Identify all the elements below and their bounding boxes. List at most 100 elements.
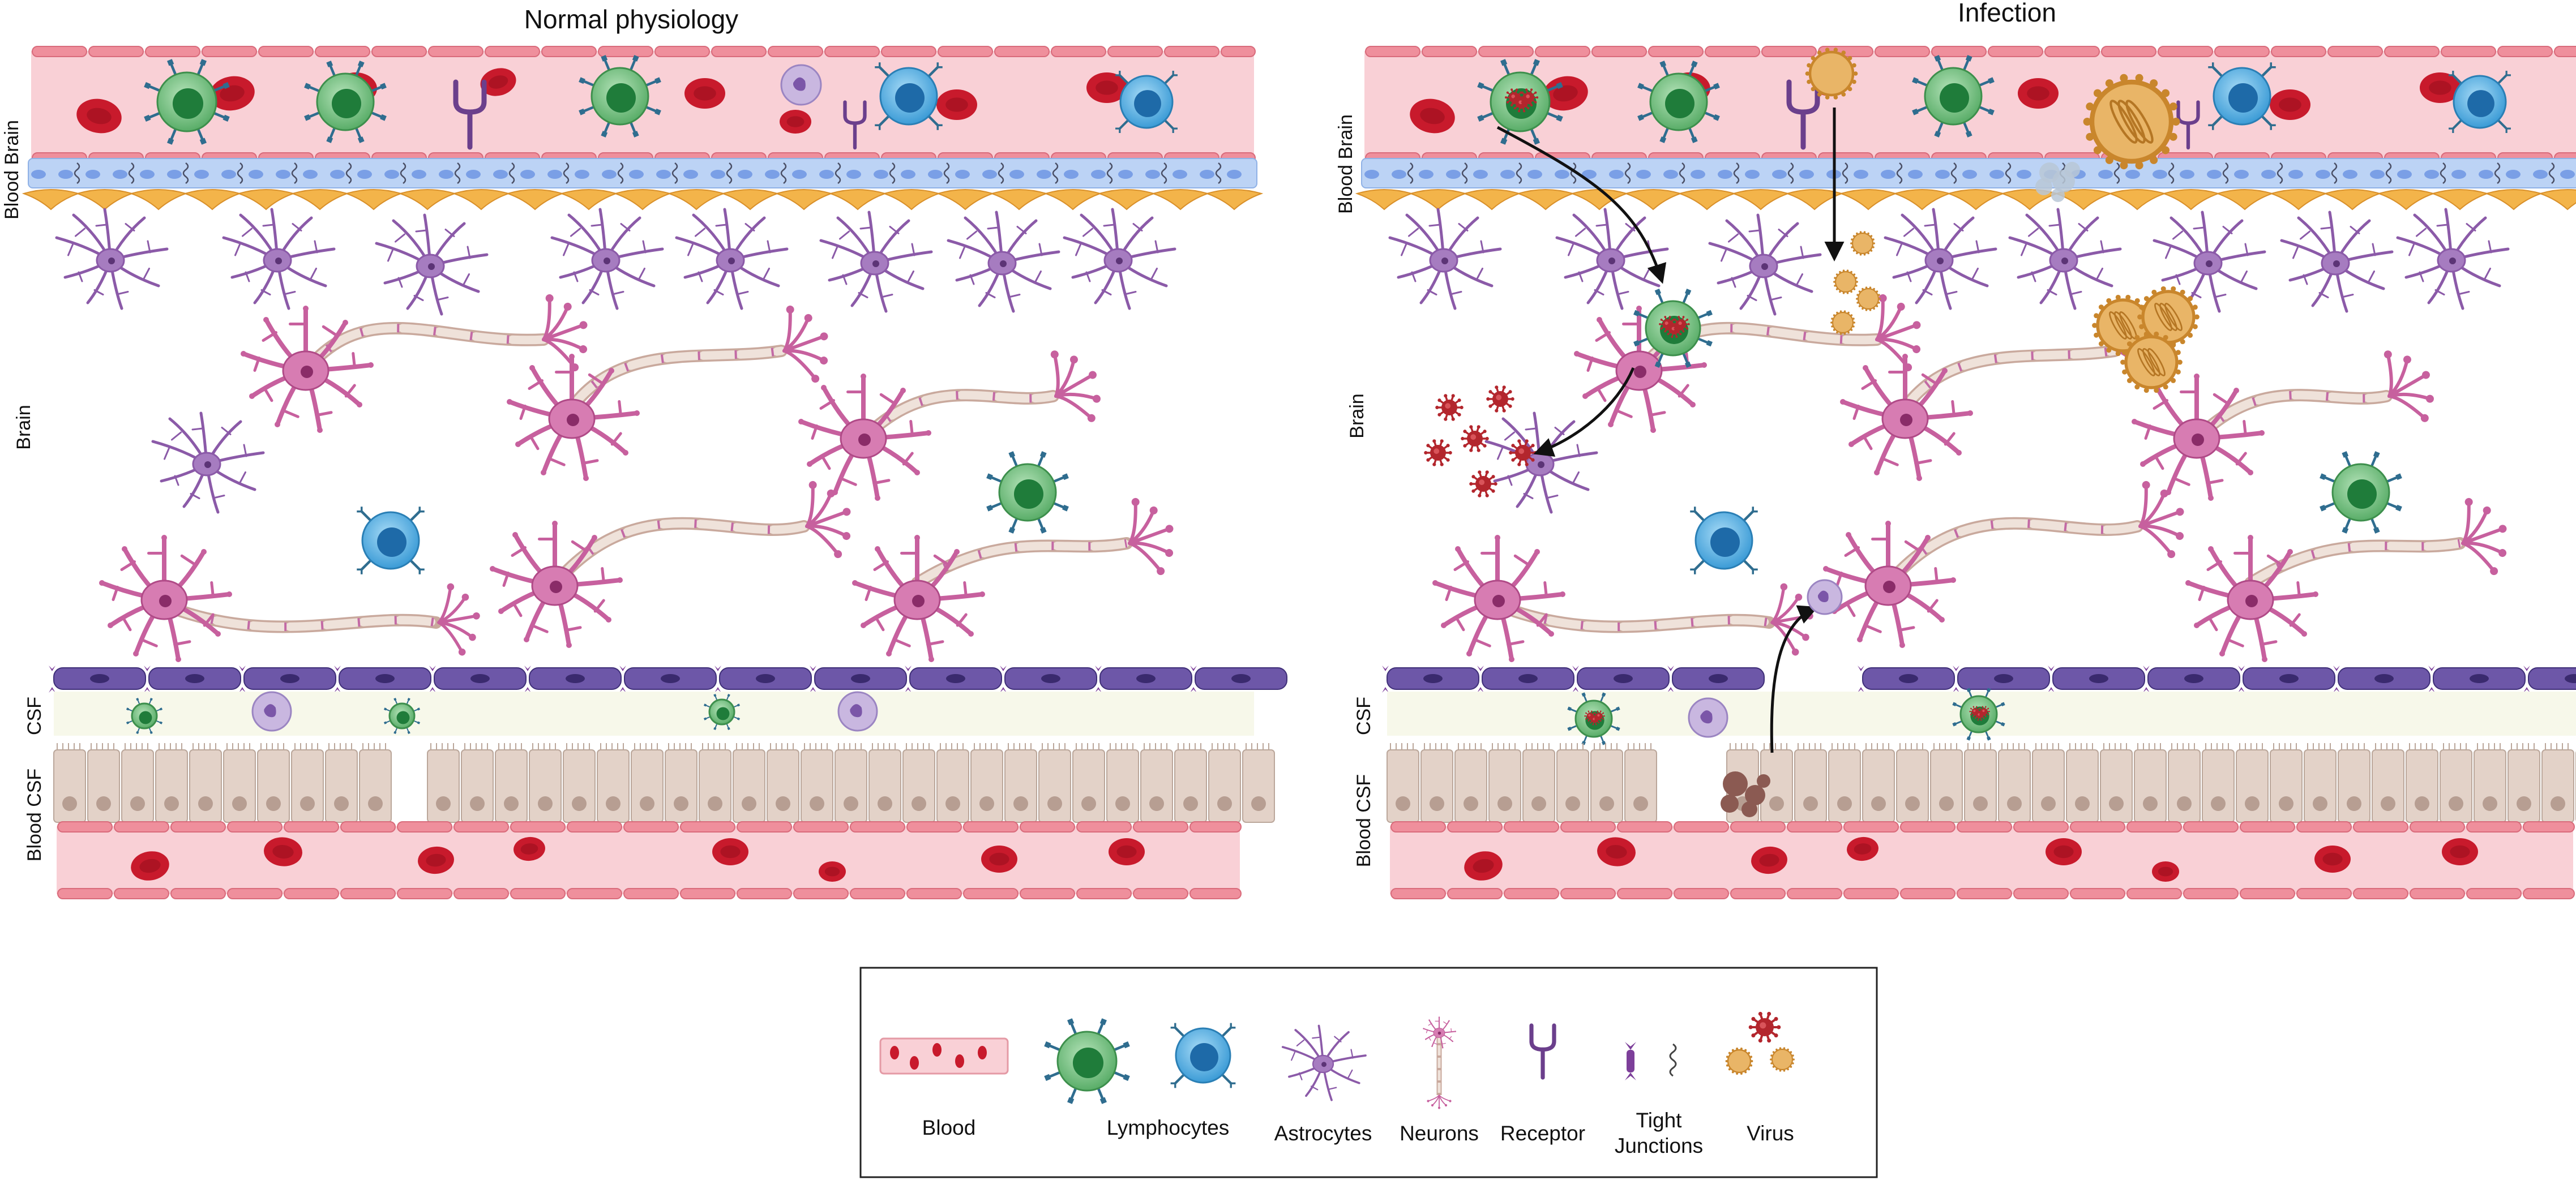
infection-extras bbox=[1424, 48, 2200, 817]
red-blood-cell bbox=[1410, 98, 1455, 134]
label-blood-brain: Blood Brain bbox=[1335, 114, 1357, 214]
red-blood-cell bbox=[1597, 837, 1636, 866]
virus-gold bbox=[1725, 1047, 1753, 1075]
macrophage bbox=[1807, 579, 1843, 615]
lymphocyte-green bbox=[2320, 451, 2402, 534]
receptor bbox=[843, 100, 867, 150]
arrow-lymphocyte-entry bbox=[1496, 126, 1667, 284]
axon-terminal bbox=[1128, 497, 1174, 576]
damaged-epithelium bbox=[1721, 771, 1770, 817]
lymphocyte-blue bbox=[1115, 71, 1178, 133]
tight-junction-icon bbox=[1625, 1042, 1677, 1080]
legend-label-blood: Blood bbox=[922, 1116, 976, 1139]
red-blood-cell bbox=[1847, 836, 1878, 861]
astrocyte bbox=[1884, 208, 1997, 310]
neuron-axon bbox=[2244, 537, 2466, 589]
blood-vessel bbox=[57, 821, 1242, 899]
macrophage bbox=[780, 64, 822, 106]
astrocyte bbox=[2396, 208, 2510, 310]
astrocyte-endfeet bbox=[22, 189, 1264, 211]
arrow-virus-release bbox=[1533, 367, 1635, 457]
legend-label-astrocytes: Astrocytes bbox=[1274, 1122, 1372, 1145]
astrocyte bbox=[375, 213, 489, 316]
virus-red bbox=[1469, 470, 1497, 497]
virus-gold bbox=[1770, 1047, 1795, 1072]
panel-title-normal: Normal physiology bbox=[524, 5, 738, 34]
virus-gold bbox=[1833, 269, 1858, 294]
lymphocyte-green bbox=[126, 697, 163, 735]
ependymal-layer bbox=[49, 666, 1287, 693]
label-brain: Brain bbox=[1346, 393, 1368, 438]
astrocyte bbox=[2008, 208, 2122, 310]
virus-red bbox=[1978, 706, 1990, 717]
neuron-soma bbox=[852, 535, 985, 662]
astrocyte bbox=[947, 211, 1060, 313]
virus-red bbox=[1509, 439, 1537, 466]
neuron-icon bbox=[1423, 1016, 1456, 1109]
red-blood-cell bbox=[1751, 846, 1787, 874]
neuron-axon bbox=[2190, 389, 2393, 445]
panel-normal bbox=[22, 46, 1287, 899]
astrocyte bbox=[1708, 213, 1822, 316]
neuron-axon bbox=[911, 537, 1133, 589]
red-blood-cell bbox=[712, 838, 748, 865]
red-blood-cell bbox=[1464, 851, 1503, 881]
astrocyte bbox=[550, 208, 664, 310]
red-blood-cell bbox=[76, 98, 122, 134]
astrocyte bbox=[819, 211, 933, 313]
blood-vessel bbox=[1390, 821, 2575, 899]
label-blood-brain: Blood Brain bbox=[1, 120, 23, 220]
red-blood-cell bbox=[2046, 838, 2082, 865]
axon-terminal bbox=[2384, 350, 2434, 422]
legend-label-neurons: Neurons bbox=[1400, 1122, 1479, 1145]
red-blood-cell bbox=[514, 836, 545, 861]
axon-terminal bbox=[1427, 1095, 1452, 1109]
choroid-epithelium bbox=[1387, 743, 2576, 823]
region-labels-left: Blood Brain Brain CSF Blood CSF bbox=[1, 120, 45, 861]
receptor bbox=[2176, 100, 2200, 150]
red-blood-cell bbox=[684, 78, 725, 109]
disrupted-junction bbox=[2035, 162, 2080, 202]
lymphocyte-green bbox=[986, 451, 1069, 534]
red-blood-cell bbox=[780, 110, 811, 134]
red-blood-cell bbox=[2018, 78, 2059, 109]
astrocyte bbox=[675, 208, 789, 310]
virus-red bbox=[1520, 88, 1539, 107]
label-csf: CSF bbox=[24, 697, 45, 735]
lymphocyte-blue bbox=[1690, 507, 1758, 574]
neuron-soma bbox=[507, 354, 640, 481]
astrocyte bbox=[1555, 208, 1669, 310]
macrophage bbox=[251, 691, 292, 732]
lymphocyte-green bbox=[1912, 55, 1995, 138]
legend: Blood Lymphocytes Astrocytes Neurons Rec… bbox=[859, 967, 1878, 1178]
legend-label-lymphocytes: Lymphocytes bbox=[1107, 1116, 1230, 1139]
red-blood-cell bbox=[1543, 76, 1588, 111]
astrocyte bbox=[151, 411, 265, 514]
lymphocyte-green bbox=[1044, 1018, 1130, 1104]
tight-junction-layer bbox=[28, 158, 1257, 188]
axon-terminal bbox=[2138, 480, 2184, 559]
region-labels-right: Blood Brain Brain CSF Blood CSF bbox=[1335, 114, 1375, 867]
virus-red bbox=[1435, 394, 1464, 421]
lymphocyte-green bbox=[144, 59, 230, 145]
axon-terminal bbox=[782, 305, 828, 383]
label-brain: Brain bbox=[13, 405, 35, 449]
lymphocyte-green bbox=[304, 61, 387, 143]
neuron-soma bbox=[1432, 535, 1565, 662]
lymphocyte-blue bbox=[875, 62, 943, 130]
red-blood-cell bbox=[2420, 72, 2461, 103]
lymphocyte-blue bbox=[2449, 71, 2511, 133]
legend-label-tight: Tight bbox=[1636, 1109, 1683, 1132]
axon-terminal bbox=[805, 480, 851, 559]
csf-layer bbox=[54, 692, 1254, 736]
red-blood-cell bbox=[2152, 861, 2179, 882]
blood-icon bbox=[879, 1037, 1009, 1075]
lymphocyte-green bbox=[383, 697, 421, 735]
red-blood-cell bbox=[1086, 72, 1127, 103]
legend-frame bbox=[859, 967, 1878, 1178]
virus-red bbox=[1593, 710, 1605, 722]
virus-gold bbox=[2137, 286, 2200, 348]
label-blood-csf: Blood CSF bbox=[24, 769, 45, 861]
lymphocyte-green bbox=[1633, 289, 1713, 368]
red-blood-cell bbox=[2442, 838, 2478, 865]
